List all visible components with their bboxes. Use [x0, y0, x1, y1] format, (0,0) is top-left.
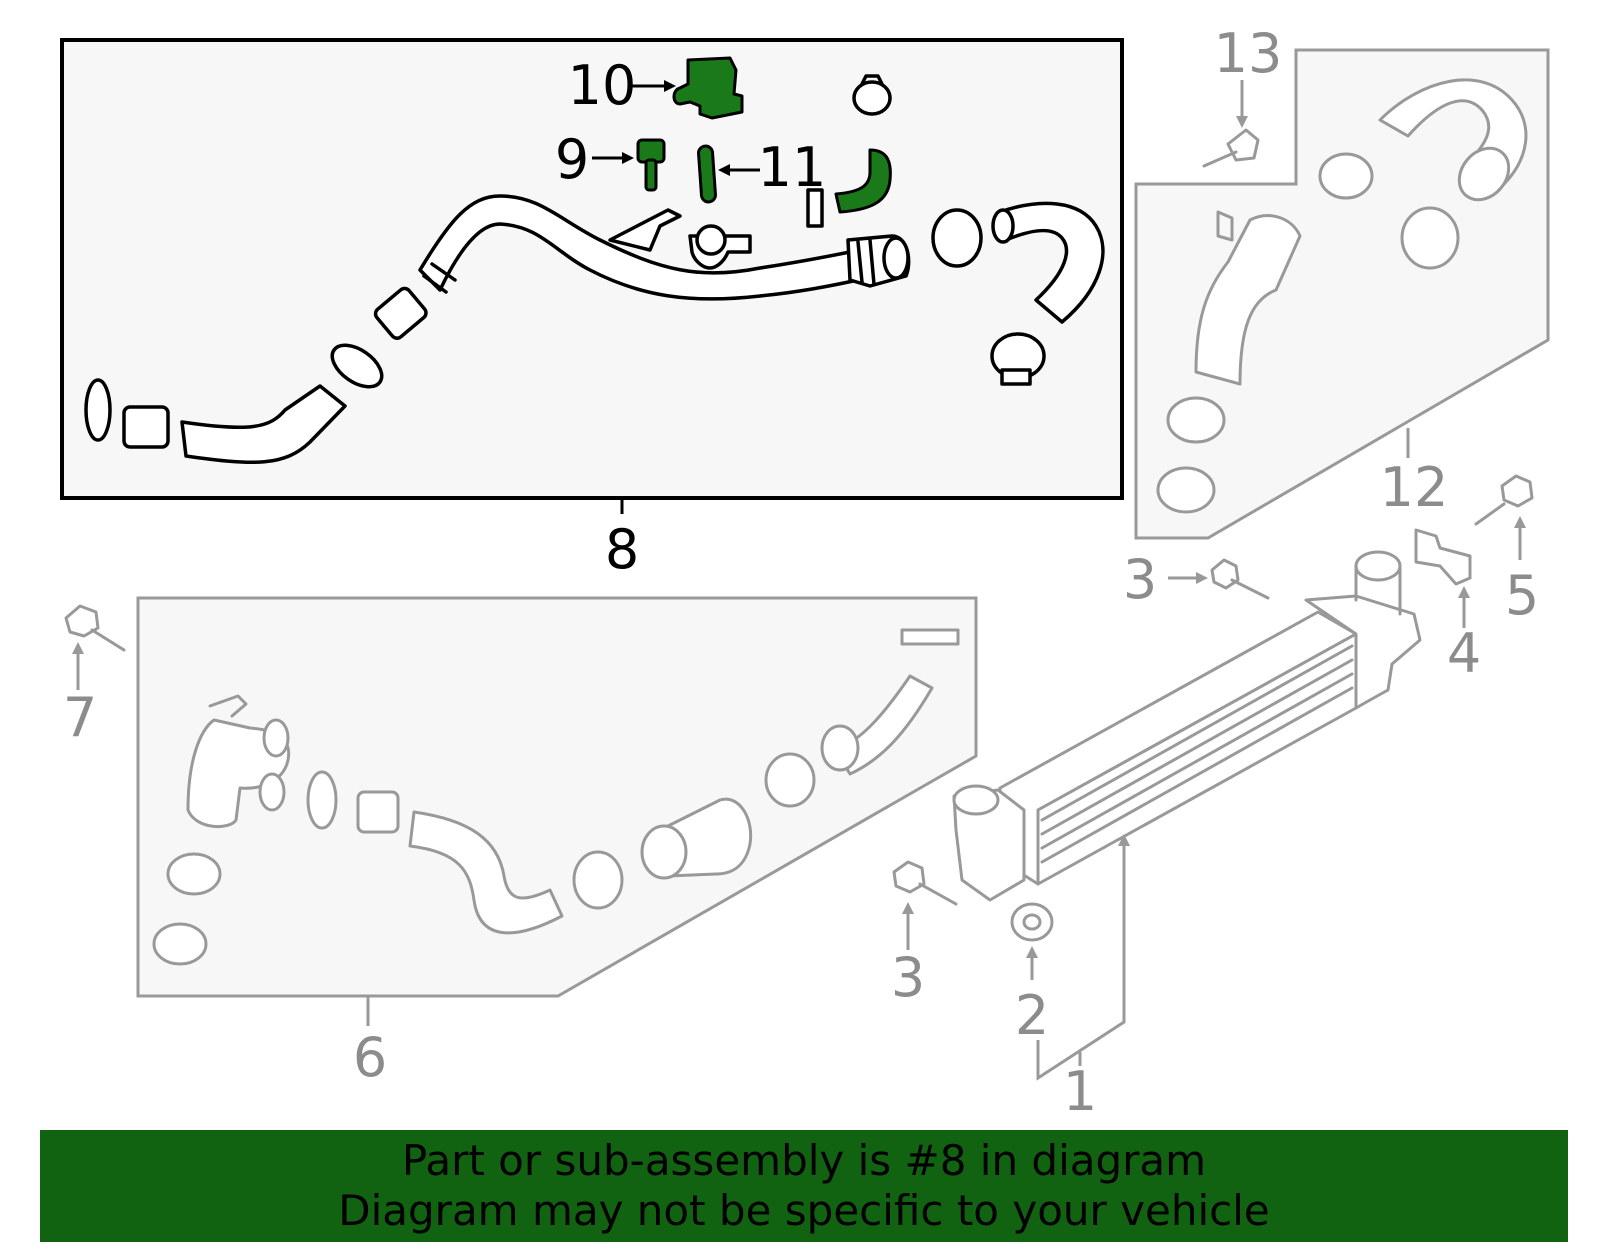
callout-7: 7 [63, 686, 97, 749]
valve-10[interactable] [672, 56, 744, 120]
assembly-12-group [1134, 48, 1550, 540]
callout-4: 4 [1447, 622, 1481, 685]
notice-line-1: Part or sub-assembly is #8 in diagram [401, 1136, 1207, 1185]
callout-13: 13 [1214, 22, 1283, 85]
callout-3-lower: 3 [891, 946, 925, 1009]
notice-banner: Part or sub-assembly is #8 in diagram Di… [40, 1130, 1568, 1242]
gasket-small [806, 188, 824, 228]
parts-diagram: 8 9 10 11 1 2 3 3 4 5 6 7 12 13 [60, 22, 1550, 1123]
assembly-6-group [64, 596, 978, 1026]
callout-2: 2 [1015, 984, 1049, 1047]
callout-3-upper: 3 [1123, 548, 1157, 611]
clamp-left-1 [84, 378, 112, 442]
intercooler-group [892, 474, 1534, 1081]
clamp-left-2 [330, 343, 384, 389]
clamp-small-top [852, 80, 892, 116]
callout-9: 9 [555, 128, 589, 191]
clamp-right-1 [931, 208, 983, 268]
assembly-8-group [60, 38, 1124, 514]
callout-5: 5 [1505, 564, 1539, 627]
assembly-12-box [1134, 48, 1550, 540]
coupler-left [122, 405, 170, 449]
hose-lower-left [180, 384, 347, 465]
callout-10: 10 [568, 54, 637, 117]
bolt-9-shank[interactable] [644, 158, 658, 192]
tube-bracket [608, 208, 682, 252]
callout-1: 1 [1063, 1060, 1097, 1123]
callout-8: 8 [605, 518, 639, 581]
callout-12: 12 [1380, 456, 1449, 519]
hose-11[interactable] [697, 144, 717, 204]
coupler-mid [373, 286, 428, 340]
hose-green-bent[interactable] [834, 148, 892, 214]
assembly-6-box [136, 596, 978, 998]
callout-6: 6 [353, 1026, 387, 1089]
notice-line-2: Diagram may not be specific to your vehi… [338, 1186, 1270, 1235]
callout-11: 11 [758, 136, 827, 199]
hose-upper-right [998, 201, 1105, 324]
